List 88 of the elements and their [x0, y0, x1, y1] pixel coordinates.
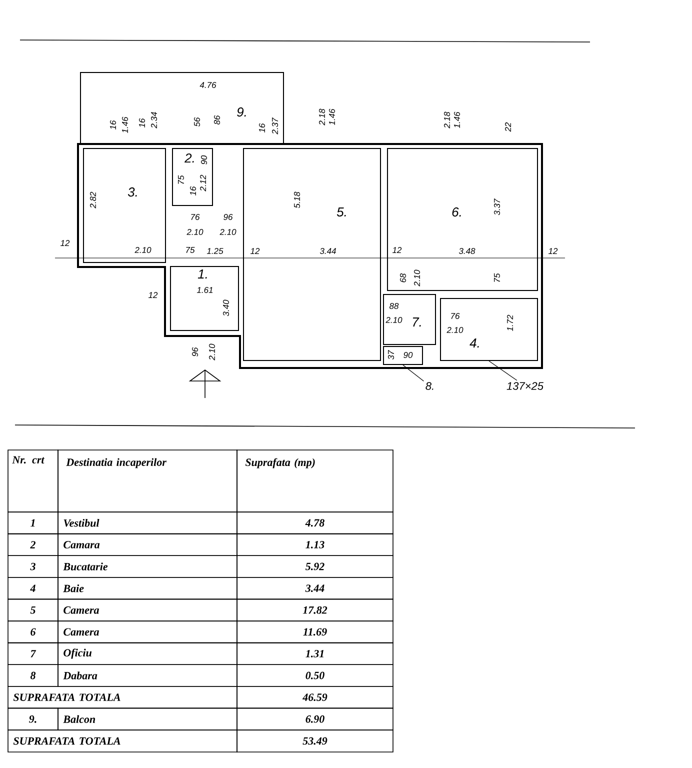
table-cell: 3: [8, 555, 58, 578]
dimension-label: 76: [191, 214, 200, 220]
room-number: 8.: [426, 382, 434, 390]
table-cell: 9.: [8, 708, 58, 730]
table-cell: 4.78: [236, 512, 394, 534]
leader-line: [488, 360, 518, 381]
table-cell: Nr. crt: [8, 450, 58, 512]
dimension-label: 2.10: [386, 317, 402, 323]
table-cell: 2: [8, 533, 58, 556]
dimension-label: 12: [392, 247, 402, 253]
dimension-label: 3.40: [223, 300, 229, 316]
dimension-label: 1.46: [122, 116, 128, 134]
table-cell: Camara: [58, 533, 238, 556]
dimension-label: 2.10: [446, 327, 464, 333]
table-cell: Baie: [58, 577, 238, 600]
dimension-label: 16: [139, 118, 145, 128]
table-cell: Oficiu: [58, 642, 238, 665]
closet-outline: [383, 346, 423, 365]
dimension-label: 76: [451, 313, 460, 319]
table-cell: 0.50: [236, 664, 394, 687]
table-cell: Balcon: [58, 708, 238, 730]
dimension-label: 2.10: [186, 229, 204, 235]
dimension-label: 2.82: [90, 192, 96, 208]
dimension-label: 16: [259, 123, 265, 133]
dimension-label: 16: [110, 120, 116, 130]
leader-line: [402, 364, 424, 382]
dimension-label: 3.48: [458, 248, 476, 254]
dimension-label: 2.18: [319, 108, 325, 126]
dimension-label: 2.34: [151, 112, 157, 128]
dimension-label: 2.10: [209, 344, 215, 360]
table-cell: 6.90: [236, 708, 394, 730]
table-cell: SUPRAFATA TOTALA: [8, 730, 238, 752]
dimension-label: 3.44: [320, 248, 336, 254]
dimension-label: 1.46: [454, 112, 460, 128]
table-cell: 1.31: [236, 642, 394, 665]
dimension-label: 2.18: [444, 112, 450, 128]
table-cell: 1: [8, 512, 58, 534]
dimension-label: 12: [60, 240, 70, 246]
dimension-label: 90: [201, 155, 207, 164]
dimension-label: 16: [190, 186, 196, 196]
table-cell: 4: [8, 577, 58, 600]
dimension-label: 3.37: [494, 198, 500, 216]
dimension-label: 88: [390, 303, 399, 309]
table-cell: 5.92: [236, 555, 394, 578]
dimension-label: 1.25: [206, 248, 224, 254]
dimension-label: 5.18: [294, 192, 300, 208]
dimension-label: 37: [388, 350, 394, 360]
table-cell: 7: [8, 642, 58, 665]
dimension-label: 12: [148, 292, 158, 298]
dimension-label: 56: [194, 117, 200, 127]
dimension-label: 4.76: [200, 82, 216, 88]
dimension-label: 75: [186, 247, 195, 253]
table-cell: 8: [8, 664, 58, 687]
dimension-label: 2.37: [272, 117, 278, 134]
table-cell: 17.82: [236, 598, 394, 622]
dimension-label: 1.46: [329, 108, 335, 126]
table-cell: Dabara: [58, 664, 238, 687]
table-cell: 46.59: [236, 686, 394, 709]
dimension-label: 2.10: [134, 247, 152, 253]
table-cell: Destinatia incaperilor: [58, 450, 238, 512]
dimension-label: 68: [400, 273, 406, 282]
dimension-label: 90: [404, 352, 413, 358]
dimension-label: 75: [494, 273, 500, 282]
table-cell: 3.44: [236, 577, 394, 600]
dimension-label: 96: [224, 214, 233, 220]
table-cell: 6: [8, 620, 58, 644]
dimension-label: 12: [548, 248, 558, 254]
table-cell: SUPRAFATA TOTALA: [8, 686, 238, 709]
table-cell: Vestibul: [58, 512, 238, 534]
dimension-label: 75: [178, 175, 184, 184]
table-cell: 11.69: [236, 620, 394, 644]
dimension-text: 137×25: [506, 382, 544, 390]
dimension-label: 1.72: [507, 314, 513, 332]
table-cell: 53.49: [236, 730, 394, 752]
table-cell: Camera: [58, 598, 238, 622]
dimension-label: 22: [505, 122, 511, 132]
dimension-label: 1.61: [196, 287, 213, 293]
table-cell: Bucatarie: [58, 555, 238, 578]
dimension-label: 2.12: [200, 174, 206, 192]
dimension-label: 86: [214, 115, 220, 125]
dimension-label: 12: [250, 248, 260, 254]
table-cell: 1.13: [236, 533, 394, 556]
table-cell: Camera: [58, 620, 238, 644]
table-cell: Suprafata (mp): [236, 450, 394, 512]
dimension-label: 96: [192, 347, 198, 356]
table-cell: 5: [8, 598, 58, 622]
dimension-label: 2.10: [220, 229, 236, 235]
dimension-label: 2.10: [414, 270, 420, 286]
